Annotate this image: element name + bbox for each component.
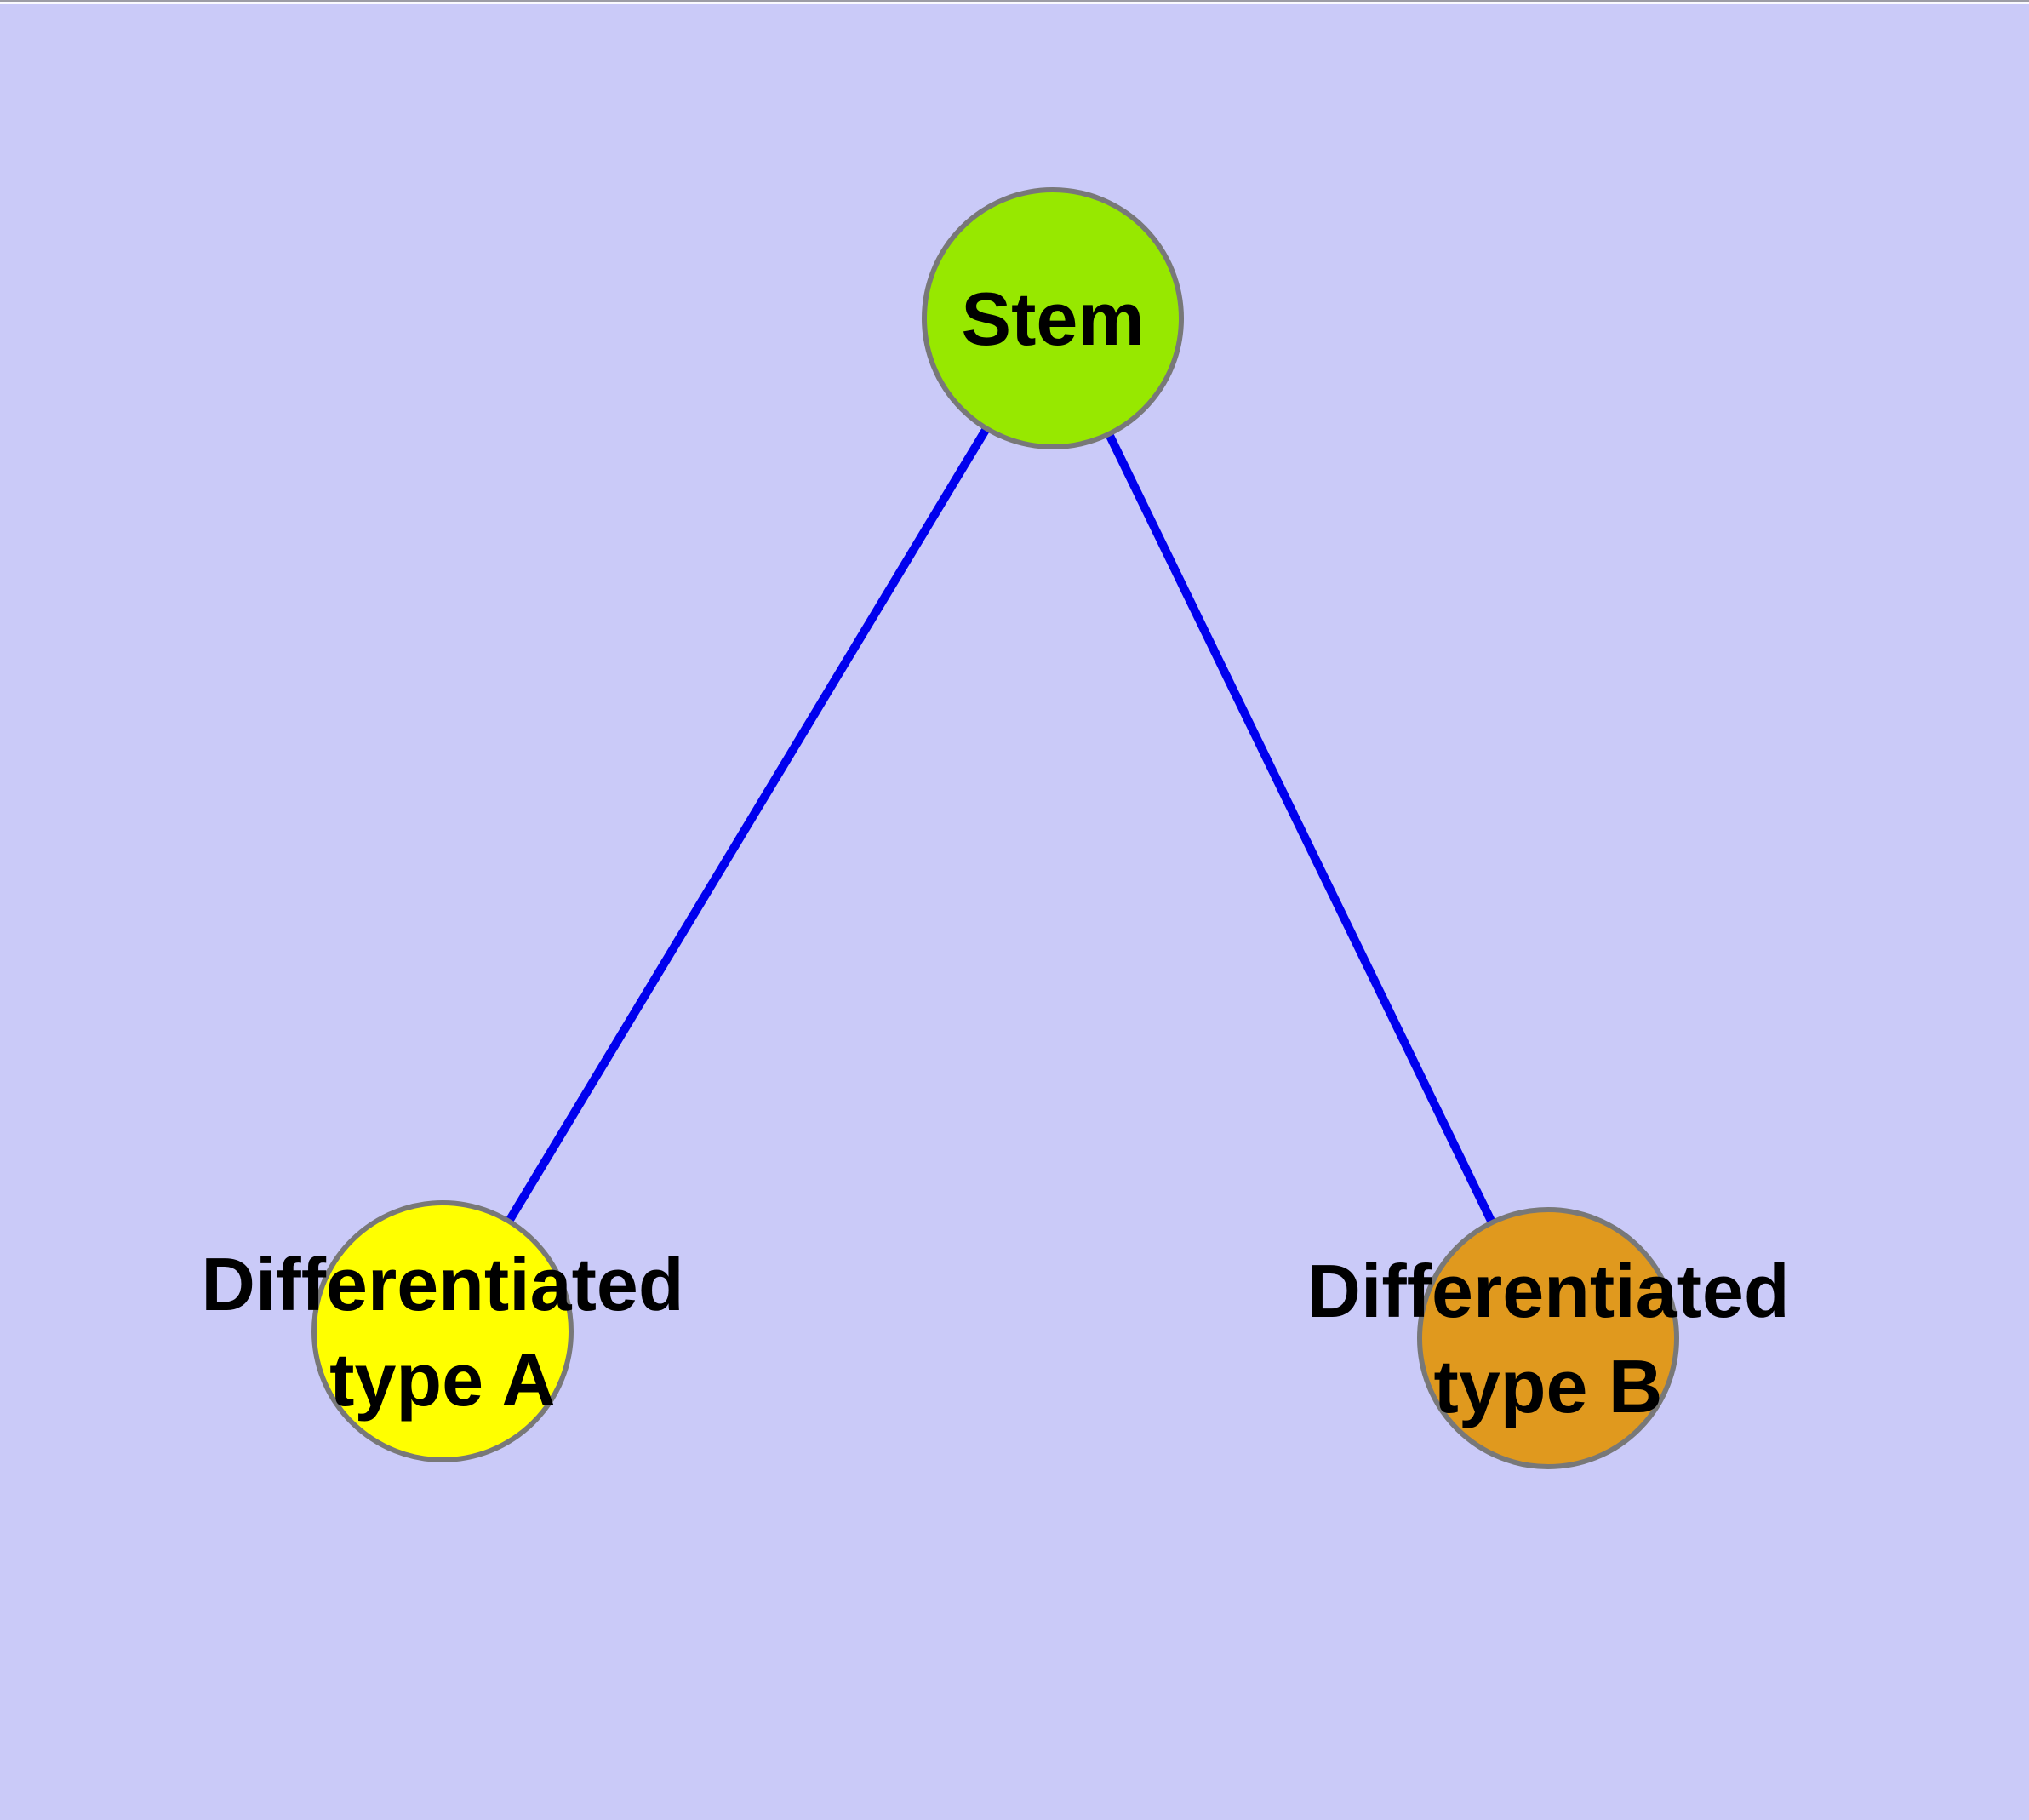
node-label-line: Stem bbox=[961, 277, 1144, 361]
node-label-type-a: Differentiated type A bbox=[201, 1242, 683, 1422]
node-label-line: Differentiated bbox=[201, 1242, 683, 1326]
node-circle-stem bbox=[922, 187, 1184, 449]
node-label-stem: Stem bbox=[961, 277, 1144, 361]
node-label-line: type A bbox=[329, 1337, 556, 1422]
edge-stem-to-type-a bbox=[438, 316, 1057, 1334]
node-label-line: type B bbox=[1434, 1344, 1663, 1428]
node-circle-type-a bbox=[311, 1200, 574, 1462]
node-stem: Stem bbox=[922, 187, 1184, 449]
node-label-line: Differentiated bbox=[1306, 1249, 1789, 1333]
window-top-edge bbox=[0, 0, 2029, 4]
node-type-a: Differentiated type A bbox=[201, 1200, 684, 1462]
edge-stem-to-type-b bbox=[1049, 316, 1552, 1341]
node-label-type-b: Differentiated type B bbox=[1306, 1249, 1789, 1428]
node-type-b: Differentiated type B bbox=[1306, 1207, 1790, 1469]
node-circle-type-b bbox=[1417, 1207, 1679, 1469]
